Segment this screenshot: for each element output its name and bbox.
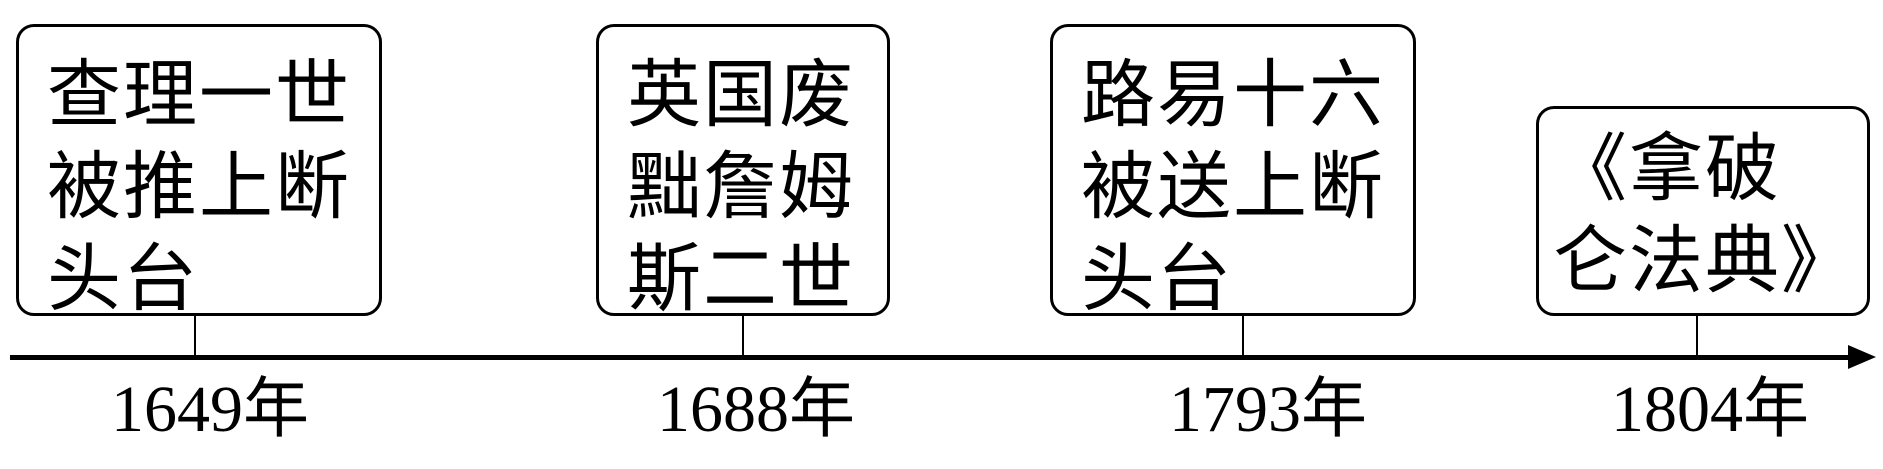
event-text: 英国废 黜詹姆 斯二世 [627,52,855,322]
time-axis [10,355,1860,360]
event-box-1804: 《拿破 仑法典》 [1536,106,1870,316]
connector-line [194,314,196,358]
year-label: 1793年 [1169,373,1367,446]
year-label: 1804年 [1611,373,1809,446]
year-label: 1649年 [111,373,309,446]
event-box-1793: 路易十六 被送上断 头台 [1050,24,1416,322]
year-label: 1688年 [657,373,855,446]
connector-line [1696,314,1698,358]
event-text: 《拿破 仑法典》 [1553,126,1857,304]
connector-line [1242,314,1244,358]
event-box-1688: 英国废 黜詹姆 斯二世 [596,24,890,322]
arrow-right-icon [1848,345,1876,369]
event-box-1649: 查理一世 被推上断 头台 [16,24,382,322]
event-text: 查理一世 被推上断 头台 [47,52,351,322]
connector-line [742,314,744,358]
event-text: 路易十六 被送上断 头台 [1081,52,1385,322]
